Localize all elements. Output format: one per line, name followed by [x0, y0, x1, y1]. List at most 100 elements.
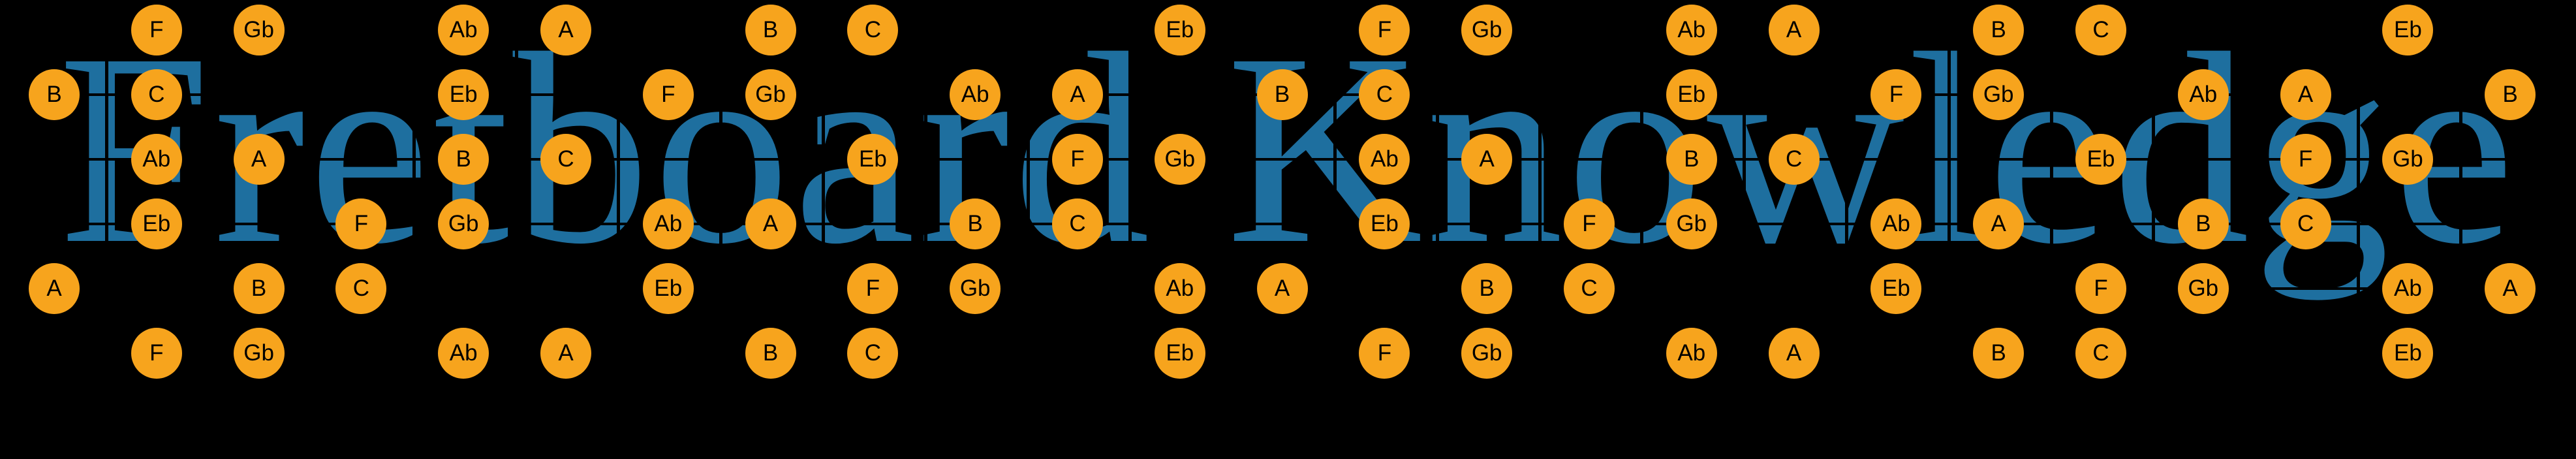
note-marker-string2-fret1[interactable]: C: [131, 69, 182, 120]
note-marker-string3-fret16[interactable]: B: [1666, 134, 1717, 185]
note-marker-string6-fret16[interactable]: Ab: [1666, 328, 1717, 379]
note-marker-string3-fret22[interactable]: F: [2280, 134, 2331, 185]
note-marker-string2-fret22[interactable]: A: [2280, 69, 2331, 120]
note-marker-string5-fret18[interactable]: Eb: [1870, 263, 1922, 314]
note-marker-string3-fret13[interactable]: Ab: [1359, 134, 1410, 185]
note-marker-string1-fret4[interactable]: Ab: [438, 5, 489, 55]
note-marker-string5-fret12[interactable]: A: [1256, 263, 1308, 314]
note-marker-string1-fret23[interactable]: Eb: [2382, 5, 2434, 55]
note-marker-string4-fret15[interactable]: F: [1564, 198, 1615, 249]
note-marker-string1-fret7[interactable]: B: [745, 5, 796, 55]
note-marker-string2-fret19[interactable]: Gb: [1973, 69, 2025, 120]
note-marker-string4-fret16[interactable]: Gb: [1666, 198, 1717, 249]
note-marker-string2-fret10[interactable]: A: [1052, 69, 1103, 120]
note-marker-string2-fret12[interactable]: B: [1256, 69, 1308, 120]
fret-line-1: [105, 0, 109, 459]
fret-line-14: [1435, 0, 1439, 459]
note-marker-string6-fret13[interactable]: F: [1359, 328, 1410, 379]
note-marker-string6-fret4[interactable]: Ab: [438, 328, 489, 379]
note-marker-string3-fret11[interactable]: Gb: [1154, 134, 1205, 185]
note-marker-string4-fret10[interactable]: C: [1052, 198, 1103, 249]
note-marker-string4-fret1[interactable]: Eb: [131, 198, 182, 249]
note-marker-string2-fret9[interactable]: Ab: [950, 69, 1001, 120]
fret-line-10: [1026, 0, 1030, 459]
note-marker-string5-fret15[interactable]: C: [1564, 263, 1615, 314]
note-marker-string2-fret21[interactable]: Ab: [2177, 69, 2229, 120]
note-marker-string6-fret23[interactable]: Eb: [2382, 328, 2434, 379]
note-marker-string3-fret20[interactable]: Eb: [2075, 134, 2126, 185]
note-marker-string5-fret21[interactable]: Gb: [2177, 263, 2229, 314]
fret-line-16: [1640, 0, 1644, 459]
note-marker-string5-fret8[interactable]: F: [847, 263, 899, 314]
note-marker-string3-fret2[interactable]: A: [233, 134, 285, 185]
note-marker-string1-fret5[interactable]: A: [540, 5, 591, 55]
note-marker-string6-fret19[interactable]: B: [1973, 328, 2025, 379]
note-marker-string6-fret17[interactable]: A: [1768, 328, 1820, 379]
note-marker-string3-fret1[interactable]: Ab: [131, 134, 182, 185]
string-line-4: [0, 223, 2576, 225]
note-marker-string2-fret13[interactable]: C: [1359, 69, 1410, 120]
note-marker-string5-fret23[interactable]: Ab: [2382, 263, 2434, 314]
note-marker-string3-fret5[interactable]: C: [540, 134, 591, 185]
note-marker-string1-fret17[interactable]: A: [1768, 5, 1820, 55]
note-marker-string4-fret7[interactable]: A: [745, 198, 796, 249]
note-marker-string6-fret14[interactable]: Gb: [1461, 328, 1513, 379]
note-marker-string4-fret22[interactable]: C: [2280, 198, 2331, 249]
note-marker-string1-fret1[interactable]: F: [131, 5, 182, 55]
note-marker-string4-fret9[interactable]: B: [950, 198, 1001, 249]
note-marker-string6-fret11[interactable]: Eb: [1154, 328, 1205, 379]
note-marker-string1-fret13[interactable]: F: [1359, 5, 1410, 55]
note-marker-string2-fret24[interactable]: B: [2485, 69, 2536, 120]
note-marker-string5-fret3[interactable]: C: [335, 263, 387, 314]
note-marker-string5-fret11[interactable]: Ab: [1154, 263, 1205, 314]
note-marker-string2-fret0[interactable]: B: [29, 69, 80, 120]
note-marker-string5-fret0[interactable]: A: [29, 263, 80, 314]
note-marker-string5-fret14[interactable]: B: [1461, 263, 1513, 314]
note-marker-string2-fret18[interactable]: F: [1870, 69, 1922, 120]
note-marker-string4-fret4[interactable]: Gb: [438, 198, 489, 249]
fret-line-17: [1743, 0, 1746, 459]
note-marker-string4-fret6[interactable]: Ab: [642, 198, 694, 249]
note-marker-string6-fret20[interactable]: C: [2075, 328, 2126, 379]
note-marker-string5-fret9[interactable]: Gb: [950, 263, 1001, 314]
fret-line-20: [2049, 0, 2053, 459]
note-marker-string5-fret20[interactable]: F: [2075, 263, 2126, 314]
note-marker-string6-fret1[interactable]: F: [131, 328, 182, 379]
note-marker-string5-fret24[interactable]: A: [2485, 263, 2536, 314]
note-marker-string1-fret19[interactable]: B: [1973, 5, 2025, 55]
note-marker-string1-fret8[interactable]: C: [847, 5, 899, 55]
note-marker-string4-fret3[interactable]: F: [335, 198, 387, 249]
fret-line-23: [2357, 0, 2360, 459]
note-marker-string2-fret16[interactable]: Eb: [1666, 69, 1717, 120]
note-marker-string4-fret21[interactable]: B: [2177, 198, 2229, 249]
fret-line-18: [1845, 0, 1848, 459]
note-marker-string3-fret8[interactable]: Eb: [847, 134, 899, 185]
note-marker-string5-fret2[interactable]: B: [233, 263, 285, 314]
note-marker-string2-fret7[interactable]: Gb: [745, 69, 796, 120]
note-marker-string5-fret6[interactable]: Eb: [642, 263, 694, 314]
note-marker-string1-fret16[interactable]: Ab: [1666, 5, 1717, 55]
note-marker-string6-fret7[interactable]: B: [745, 328, 796, 379]
note-marker-string3-fret14[interactable]: A: [1461, 134, 1513, 185]
fret-line-13: [1333, 0, 1337, 459]
string-line-6: [0, 352, 2576, 355]
note-marker-string4-fret13[interactable]: Eb: [1359, 198, 1410, 249]
note-marker-string1-fret2[interactable]: Gb: [233, 5, 285, 55]
note-marker-string4-fret19[interactable]: A: [1973, 198, 2025, 249]
note-marker-string6-fret8[interactable]: C: [847, 328, 899, 379]
note-marker-string3-fret4[interactable]: B: [438, 134, 489, 185]
note-marker-string6-fret5[interactable]: A: [540, 328, 591, 379]
note-marker-string2-fret4[interactable]: Eb: [438, 69, 489, 120]
note-marker-string1-fret14[interactable]: Gb: [1461, 5, 1513, 55]
note-marker-string4-fret18[interactable]: Ab: [1870, 198, 1922, 249]
note-marker-string3-fret10[interactable]: F: [1052, 134, 1103, 185]
note-marker-string6-fret2[interactable]: Gb: [233, 328, 285, 379]
note-marker-string2-fret6[interactable]: F: [642, 69, 694, 120]
note-marker-string3-fret17[interactable]: C: [1768, 134, 1820, 185]
note-marker-string1-fret20[interactable]: C: [2075, 5, 2126, 55]
note-marker-string1-fret11[interactable]: Eb: [1154, 5, 1205, 55]
fret-line-24: [2459, 0, 2462, 459]
note-marker-string3-fret23[interactable]: Gb: [2382, 134, 2434, 185]
